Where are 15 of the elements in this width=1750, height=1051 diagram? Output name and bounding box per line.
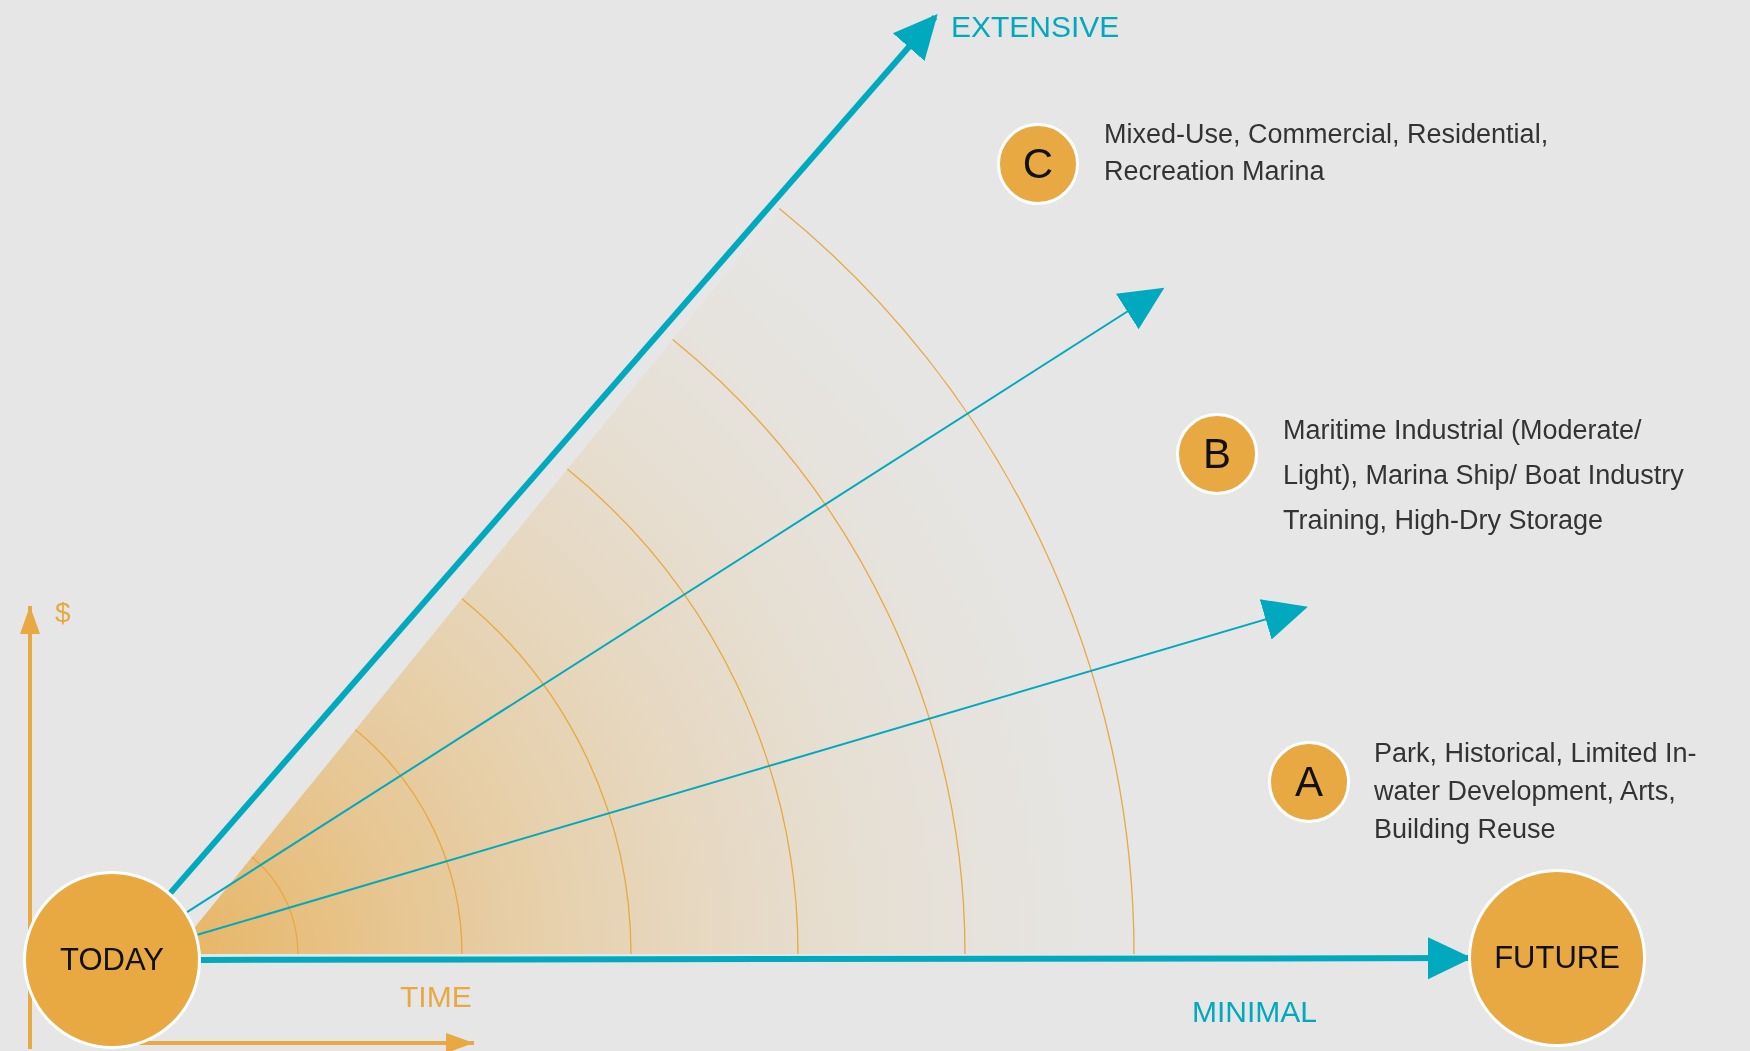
axis-end-label: EXTENSIVE — [951, 10, 1120, 44]
axis-label: MINIMAL — [1192, 995, 1317, 1029]
arrow — [186, 287, 1165, 914]
category-description: Park, Historical, Limited In-water Development, Arts, Building Reuse — [1374, 737, 1698, 846]
arrow — [196, 599, 1308, 936]
category-description: Mixed-Use, Commercial, Residential, Recreation Marina — [1104, 118, 1550, 188]
axis-label: $ — [55, 597, 71, 629]
axis-label: TIME — [400, 980, 472, 1014]
circle: B — [1176, 413, 1258, 495]
category-description: Maritime Industrial (Moderate/ Light), Marina Ship/ Boat Industry Training, High-Dry Storage — [1283, 414, 1685, 537]
circle: TODAY — [23, 871, 201, 1049]
arrow — [168, 14, 938, 895]
circle: A — [1268, 741, 1350, 823]
circle: C — [997, 123, 1079, 205]
circle: FUTURE — [1468, 869, 1646, 1047]
